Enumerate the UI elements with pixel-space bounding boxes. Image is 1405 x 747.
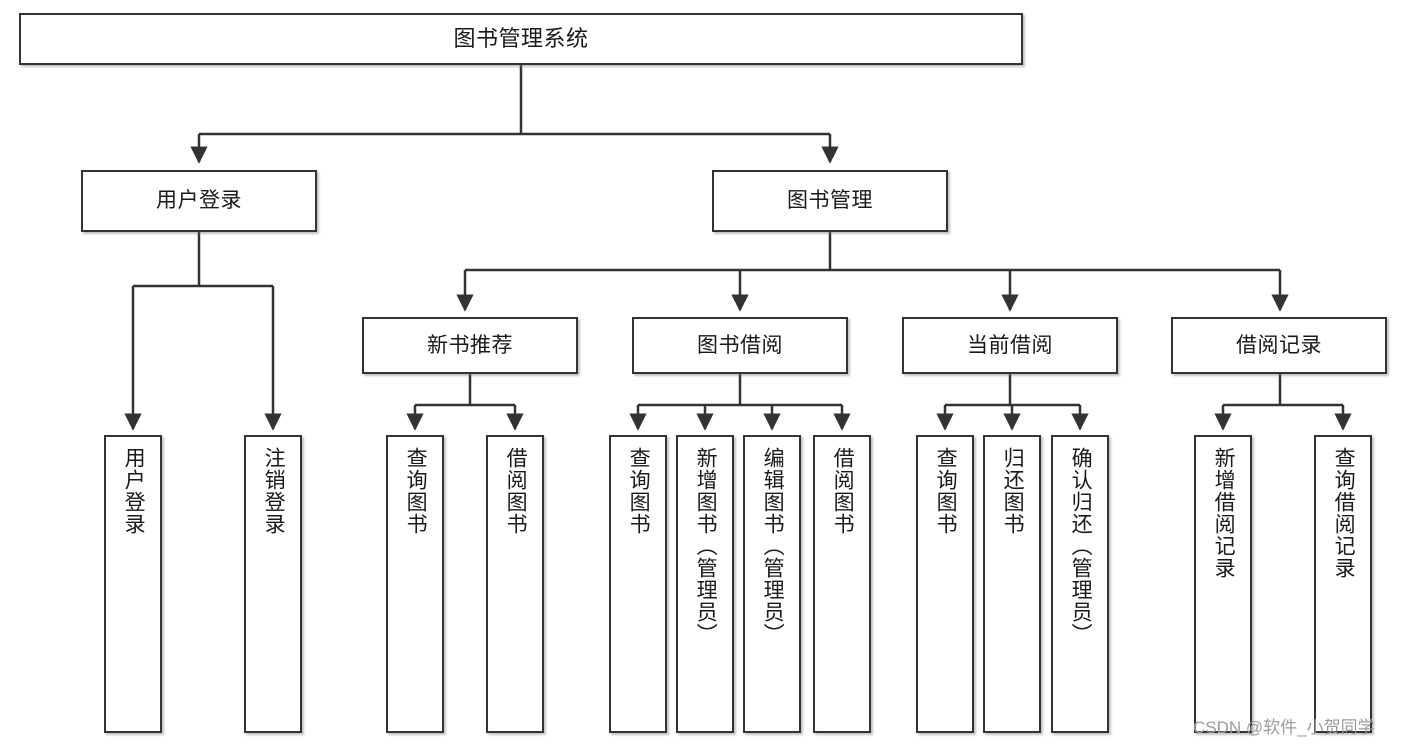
node-leaf-query-book-3[interactable]: 查询图书 bbox=[916, 435, 974, 733]
node-leaf-add-book[interactable]: 新增图书（管理员） bbox=[676, 435, 734, 733]
node-leaf-confirm-return-label: 确认归还（管理员） bbox=[1069, 447, 1093, 645]
node-leaf-return-book-label: 归还图书 bbox=[1001, 447, 1025, 535]
node-leaf-query-record[interactable]: 查询借阅记录 bbox=[1314, 435, 1372, 733]
node-new-book-recommend[interactable]: 新书推荐 bbox=[362, 317, 578, 374]
node-new-book-recommend-label: 新书推荐 bbox=[427, 333, 513, 357]
node-book-borrow[interactable]: 图书借阅 bbox=[632, 317, 848, 374]
node-leaf-add-book-label: 新增图书（管理员） bbox=[694, 447, 718, 645]
node-leaf-query-book-1[interactable]: 查询图书 bbox=[386, 435, 444, 733]
node-book-borrow-label: 图书借阅 bbox=[697, 333, 783, 357]
node-current-borrow-label: 当前借阅 bbox=[967, 333, 1053, 357]
node-leaf-borrow-book-1-label: 借阅图书 bbox=[504, 447, 528, 535]
node-leaf-edit-book[interactable]: 编辑图书（管理员） bbox=[743, 435, 801, 733]
node-leaf-borrow-book-2[interactable]: 借阅图书 bbox=[813, 435, 871, 733]
node-leaf-add-record-label: 新增借阅记录 bbox=[1212, 447, 1236, 579]
node-book-management[interactable]: 图书管理 bbox=[712, 170, 948, 232]
node-book-management-label: 图书管理 bbox=[787, 189, 873, 213]
node-borrow-record-label: 借阅记录 bbox=[1236, 333, 1322, 357]
node-current-borrow[interactable]: 当前借阅 bbox=[902, 317, 1118, 374]
node-root[interactable]: 图书管理系统 bbox=[19, 13, 1023, 65]
node-root-label: 图书管理系统 bbox=[453, 25, 589, 51]
node-leaf-logout-label: 注销登录 bbox=[262, 447, 286, 535]
node-leaf-borrow-book-2-label: 借阅图书 bbox=[831, 447, 855, 535]
node-user-login[interactable]: 用户登录 bbox=[81, 170, 317, 232]
node-leaf-query-book-2[interactable]: 查询图书 bbox=[609, 435, 667, 733]
csdn-watermark: CSDN @软件_小贺同学 bbox=[1193, 718, 1375, 737]
node-leaf-user-login-label: 用户登录 bbox=[122, 447, 146, 535]
node-leaf-return-book[interactable]: 归还图书 bbox=[983, 435, 1041, 733]
node-leaf-edit-book-label: 编辑图书（管理员） bbox=[761, 447, 785, 645]
node-leaf-query-book-2-label: 查询图书 bbox=[627, 447, 651, 535]
node-borrow-record[interactable]: 借阅记录 bbox=[1171, 317, 1387, 374]
node-user-login-label: 用户登录 bbox=[156, 189, 242, 213]
node-leaf-query-record-label: 查询借阅记录 bbox=[1332, 447, 1356, 579]
node-leaf-query-book-3-label: 查询图书 bbox=[934, 447, 958, 535]
node-leaf-add-record[interactable]: 新增借阅记录 bbox=[1194, 435, 1252, 733]
node-leaf-logout[interactable]: 注销登录 bbox=[244, 435, 302, 733]
node-leaf-user-login[interactable]: 用户登录 bbox=[104, 435, 162, 733]
node-leaf-confirm-return[interactable]: 确认归还（管理员） bbox=[1051, 435, 1109, 733]
node-leaf-query-book-1-label: 查询图书 bbox=[404, 447, 428, 535]
node-leaf-borrow-book-1[interactable]: 借阅图书 bbox=[486, 435, 544, 733]
